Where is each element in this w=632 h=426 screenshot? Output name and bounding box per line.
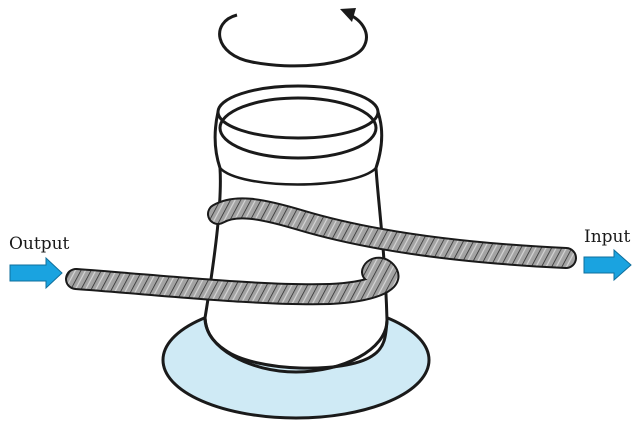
capstan-top-inner (218, 96, 378, 160)
output-label: Output (9, 234, 70, 254)
input-arrow-icon (583, 248, 632, 282)
rotation-arrow-icon (218, 8, 368, 68)
rope (65, 197, 577, 306)
capstan-top (216, 84, 380, 140)
input-label: Input (584, 227, 631, 247)
output-arrow-icon (9, 256, 63, 290)
